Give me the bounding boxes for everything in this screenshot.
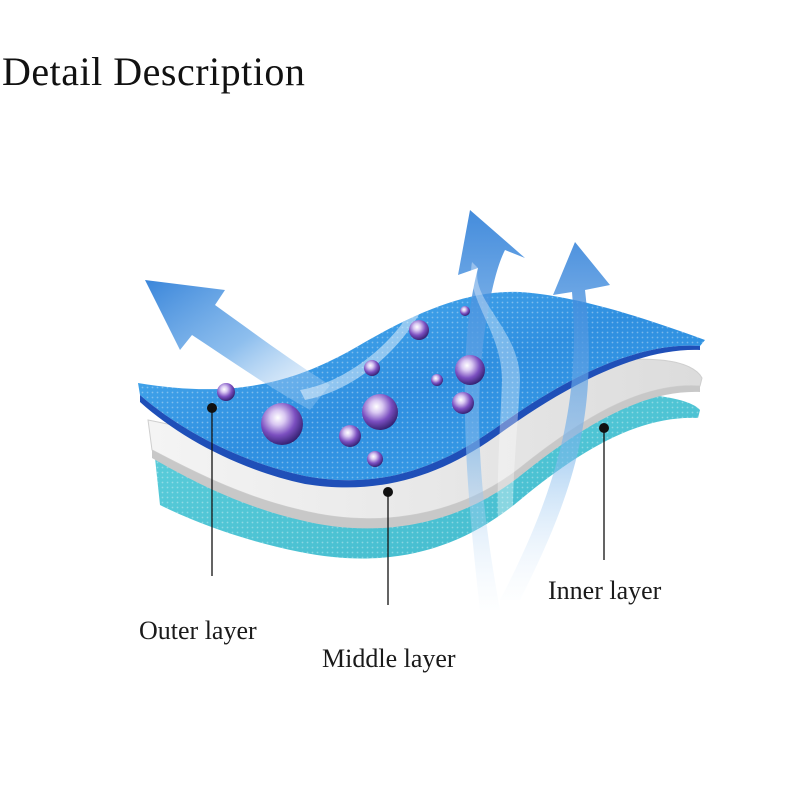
- callout-outer: [207, 403, 217, 576]
- airflow-arrow-icon: [145, 210, 610, 610]
- water-droplet-icon: [217, 306, 485, 467]
- inner-layer-label: Inner layer: [548, 576, 662, 605]
- callout-inner: [599, 423, 609, 560]
- outer-layer-label: Outer layer: [139, 616, 257, 645]
- page-title: Detail Description: [2, 49, 306, 94]
- middle-layer-label: Middle layer: [322, 644, 456, 673]
- callout-middle: [383, 487, 393, 605]
